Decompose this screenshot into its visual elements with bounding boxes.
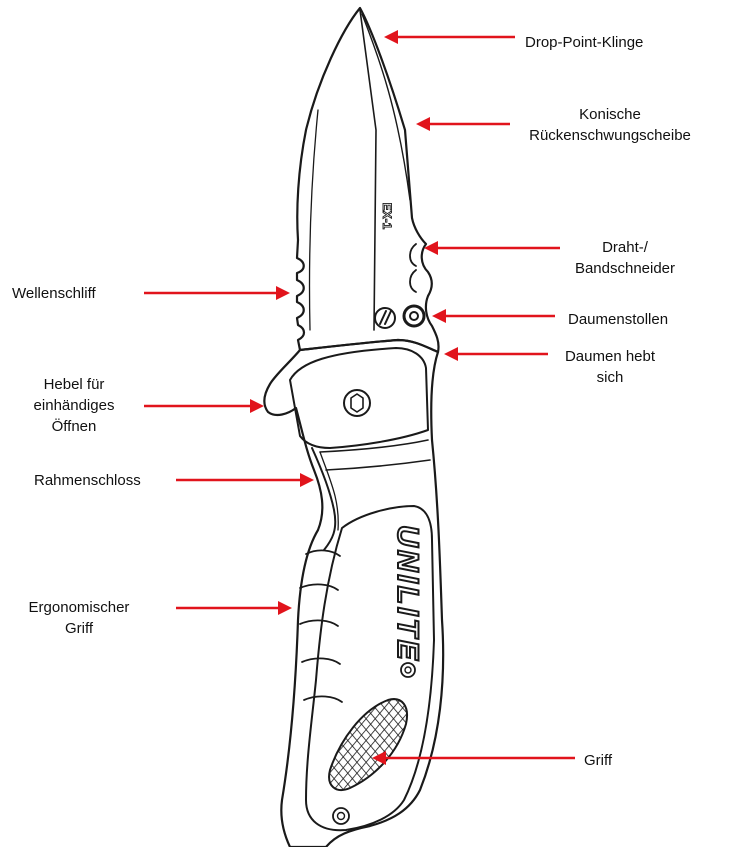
pivot-emblem-mark: [380, 311, 391, 324]
arrow-rahmenschloss: [176, 473, 314, 487]
thumb-stud-outer: [404, 306, 424, 326]
label-line: Draht-/: [550, 237, 700, 258]
label-wire-cutter: Draht-/ Bandschneider: [550, 237, 700, 279]
label-line: Wellenschliff: [12, 283, 96, 304]
finger-groove-2: [300, 584, 338, 590]
label-line: Ergonomischer: [4, 597, 154, 618]
arrow-wellenschliff: [144, 286, 290, 300]
handle-screw-upper: [401, 663, 415, 677]
bolster-groove-2: [326, 460, 430, 470]
handle-brand-engraving: UNILITE: [391, 525, 424, 663]
label-line: Bandschneider: [550, 258, 700, 279]
label-line: Öffnen: [14, 416, 134, 437]
label-line: Griff: [584, 750, 612, 771]
arrow-griff: [372, 751, 575, 765]
blade-grind-line: [360, 10, 376, 330]
bolster-groove-1: [320, 440, 428, 452]
label-serrated-edge: Wellenschliff: [12, 283, 96, 304]
label-drop-point-blade: Drop-Point-Klinge: [525, 32, 643, 53]
wire-cutter: [410, 244, 416, 292]
label-line: Daumen hebt: [535, 346, 685, 367]
label-line: Daumenstollen: [568, 309, 668, 330]
label-line: Konische: [515, 104, 705, 125]
label-tapered-swedge: Konische Rückenschwungscheibe: [515, 104, 705, 146]
label-frame-lock: Rahmenschloss: [34, 470, 141, 491]
label-line: Rückenschwungscheibe: [515, 125, 705, 146]
thumb-stud-inner: [410, 312, 418, 320]
bolster-plate: [290, 348, 428, 448]
handle-screw-lower-inner: [338, 813, 345, 820]
blade-swedge-line: [362, 14, 410, 200]
label-thumb-rise: Daumen hebt sich: [535, 346, 685, 388]
label-line: Rahmenschloss: [34, 470, 141, 491]
arrow-daumen-hebt: [444, 347, 548, 361]
bolster-screw-torx: [351, 394, 363, 412]
label-line: Griff: [4, 618, 154, 639]
handle-screw-upper-inner: [405, 667, 411, 673]
label-thumb-stud: Daumenstollen: [568, 309, 668, 330]
finger-groove-5: [304, 696, 342, 702]
label-ergonomic-grip: Ergonomischer Griff: [4, 597, 154, 639]
blade-edge-bevel: [309, 110, 318, 330]
arrow-konische: [416, 117, 510, 131]
label-one-hand-opening-lever: Hebel für einhändiges Öffnen: [14, 374, 134, 437]
blade-engraving: EX-1: [380, 203, 394, 230]
label-line: einhändiges: [14, 395, 134, 416]
blade: [297, 8, 439, 352]
finger-groove-3: [300, 620, 338, 626]
label-line: sich: [535, 367, 685, 388]
label-line: Drop-Point-Klinge: [525, 32, 643, 53]
arrow-ergonomisch: [176, 601, 292, 615]
arrow-draht: [424, 241, 560, 255]
arrow-drop-point: [384, 30, 515, 44]
grip-texture: [329, 699, 407, 790]
label-line: Hebel für: [14, 374, 134, 395]
handle-screw-lower: [333, 808, 349, 824]
arrow-hebel: [144, 399, 264, 413]
arrow-daumenstollen: [432, 309, 555, 323]
label-grip: Griff: [584, 750, 612, 771]
finger-groove-4: [302, 658, 340, 664]
